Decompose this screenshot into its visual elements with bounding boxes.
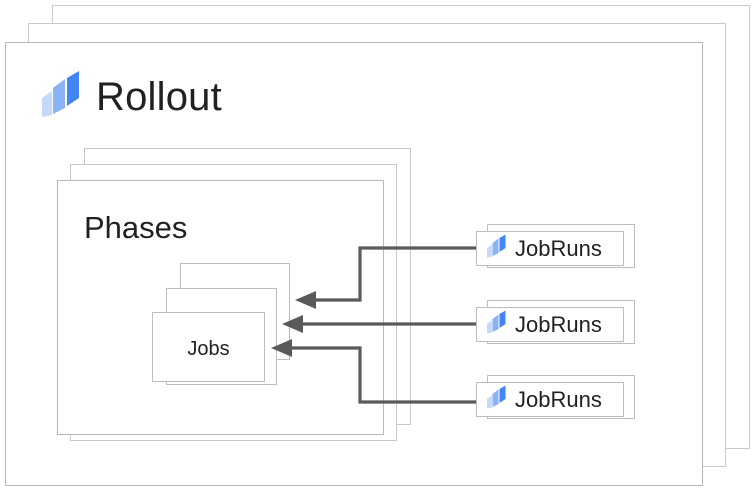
rollout-logo-icon bbox=[486, 385, 507, 414]
jobruns-label-3: JobRuns bbox=[515, 386, 602, 412]
rollout-logo-icon bbox=[486, 234, 507, 263]
jobruns-label-1: JobRuns bbox=[515, 235, 602, 261]
rollout-title: Rollout bbox=[96, 74, 222, 119]
rollout-logo-icon bbox=[40, 70, 82, 123]
jobruns-card-3[interactable]: JobRuns bbox=[476, 382, 624, 417]
jobruns-card-2[interactable]: JobRuns bbox=[476, 307, 624, 342]
jobruns-label-2: JobRuns bbox=[515, 311, 602, 337]
jobs-label: Jobs bbox=[187, 338, 230, 360]
jobruns-card-1[interactable]: JobRuns bbox=[476, 231, 624, 266]
rollout-logo-icon bbox=[486, 310, 507, 339]
jobs-card-front[interactable]: Jobs bbox=[152, 312, 265, 382]
phases-title: Phases bbox=[84, 210, 188, 245]
rollout-header: Rollout bbox=[40, 70, 222, 123]
